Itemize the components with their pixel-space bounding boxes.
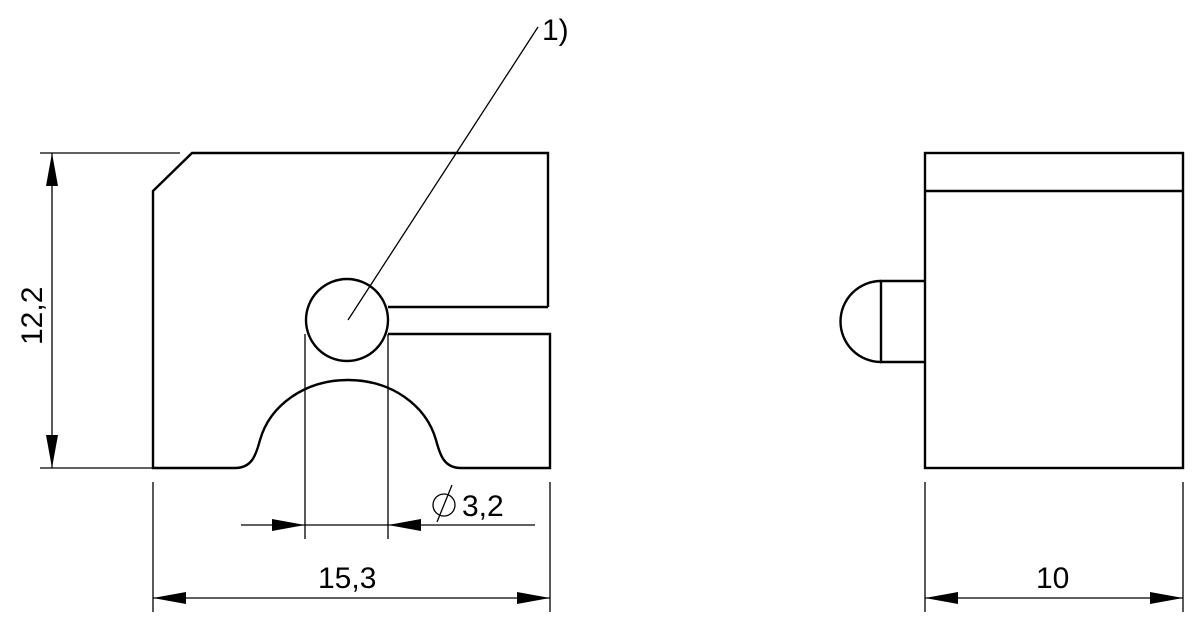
side-width-dimension: 10	[924, 482, 1184, 612]
arrow-left-icon	[925, 592, 958, 604]
width-dimension: 15,3	[152, 482, 551, 612]
front-body-outline	[151, 151, 552, 470]
diameter-dimension-label: 3,2	[462, 490, 504, 523]
arrow-right-icon	[517, 592, 550, 604]
height-dimension-label: 12,2	[16, 287, 49, 345]
arrow-down-icon	[46, 435, 58, 468]
side-stud	[879, 279, 925, 364]
height-dimension: 12,2	[16, 152, 180, 469]
side-view	[839, 151, 1185, 470]
callout-label: 1)	[542, 14, 569, 47]
width-dimension-label: 15,3	[318, 562, 376, 595]
arrow-left-icon	[153, 592, 186, 604]
side-body-outline	[923, 151, 1185, 470]
arrow-left-icon	[388, 519, 421, 531]
arrow-up-icon	[46, 153, 58, 186]
front-view: 1)	[151, 14, 569, 470]
side-stud-dome	[839, 279, 882, 364]
arrow-right-icon	[272, 519, 305, 531]
hole-circle	[304, 277, 390, 363]
diameter-symbol-icon	[432, 484, 456, 523]
side-width-dimension-label: 10	[1036, 562, 1069, 595]
diameter-dimension: 3,2	[241, 334, 535, 539]
arrow-right-icon	[1150, 592, 1183, 604]
callout-leader-line	[347, 26, 539, 321]
